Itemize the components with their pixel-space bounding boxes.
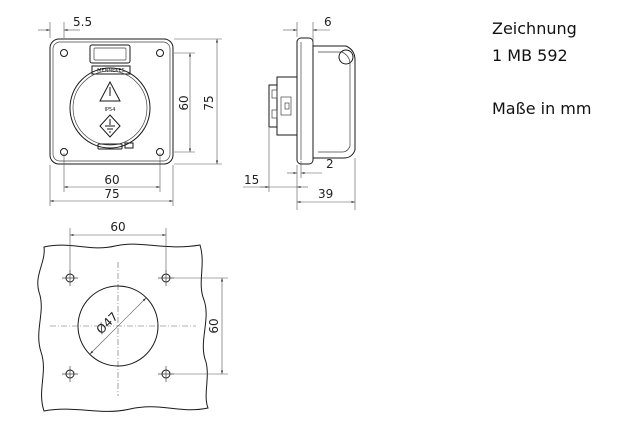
side-view: 6 2 15 39 — [243, 15, 356, 210]
dim-line — [89, 297, 147, 355]
front-dim-top-label: 5.5 — [73, 15, 92, 29]
drawing-title-line1: Zeichnung — [492, 19, 577, 38]
front-flange-plate — [49, 38, 174, 165]
lid-hinge-inner — [93, 47, 127, 61]
front-dim-outer-width: 75 — [104, 187, 119, 201]
side-terminal — [271, 109, 278, 119]
side-rear-body — [276, 76, 298, 136]
side-flange — [296, 37, 314, 165]
cutout-dim-y: 60 — [207, 318, 221, 333]
lid-latch-tab — [124, 142, 134, 149]
side-terminal-screw — [284, 102, 290, 110]
cutout-mounting-holes — [62, 270, 174, 382]
front-dim-outer-height: 75 — [202, 95, 216, 110]
lid-outer-ring — [69, 67, 151, 149]
drawing-title-line2: 1 MB 592 — [492, 46, 568, 65]
side-terminal-block — [280, 96, 292, 116]
units-note: Maße in mm — [492, 99, 592, 118]
lid-inner-ring — [72, 70, 148, 146]
cutout-center-hole — [77, 285, 159, 367]
front-mounting-holes — [60, 49, 164, 156]
ground-symbol-icon — [99, 114, 121, 138]
front-hole — [60, 49, 68, 57]
front-flange-inner-edge — [52, 41, 171, 162]
front-dim-inner-height: 60 — [177, 95, 191, 110]
side-terminal — [271, 89, 278, 99]
front-view: MENNEKES IP54 5.5 — [38, 15, 222, 206]
cutout-dim-diameter: Ø47 — [93, 309, 120, 336]
side-dim-2-label: 2 — [326, 157, 334, 171]
side-dim-39-label: 39 — [318, 187, 333, 201]
side-dim-15-label: 15 — [244, 173, 259, 187]
panel-cutout-view: Ø47 60 60 — [37, 220, 228, 412]
side-rear-step — [268, 84, 278, 128]
side-dim-top-label: 6 — [324, 15, 332, 29]
front-dim-inner-width: 60 — [104, 173, 119, 187]
lid-hinge — [89, 44, 131, 64]
warning-triangle-icon — [99, 80, 121, 102]
ip-label-text: IP54 — [105, 107, 116, 113]
lid-latch — [97, 143, 123, 150]
cutout-hole-crosshairs — [62, 270, 174, 382]
cutout-dim-x: 60 — [110, 220, 125, 234]
cutout-panel-outline — [37, 243, 209, 412]
side-hinge — [338, 49, 354, 65]
side-lid-inner — [318, 51, 351, 153]
brand-label-strip — [91, 65, 131, 75]
side-lid-profile — [312, 45, 356, 159]
front-hole — [156, 49, 164, 57]
